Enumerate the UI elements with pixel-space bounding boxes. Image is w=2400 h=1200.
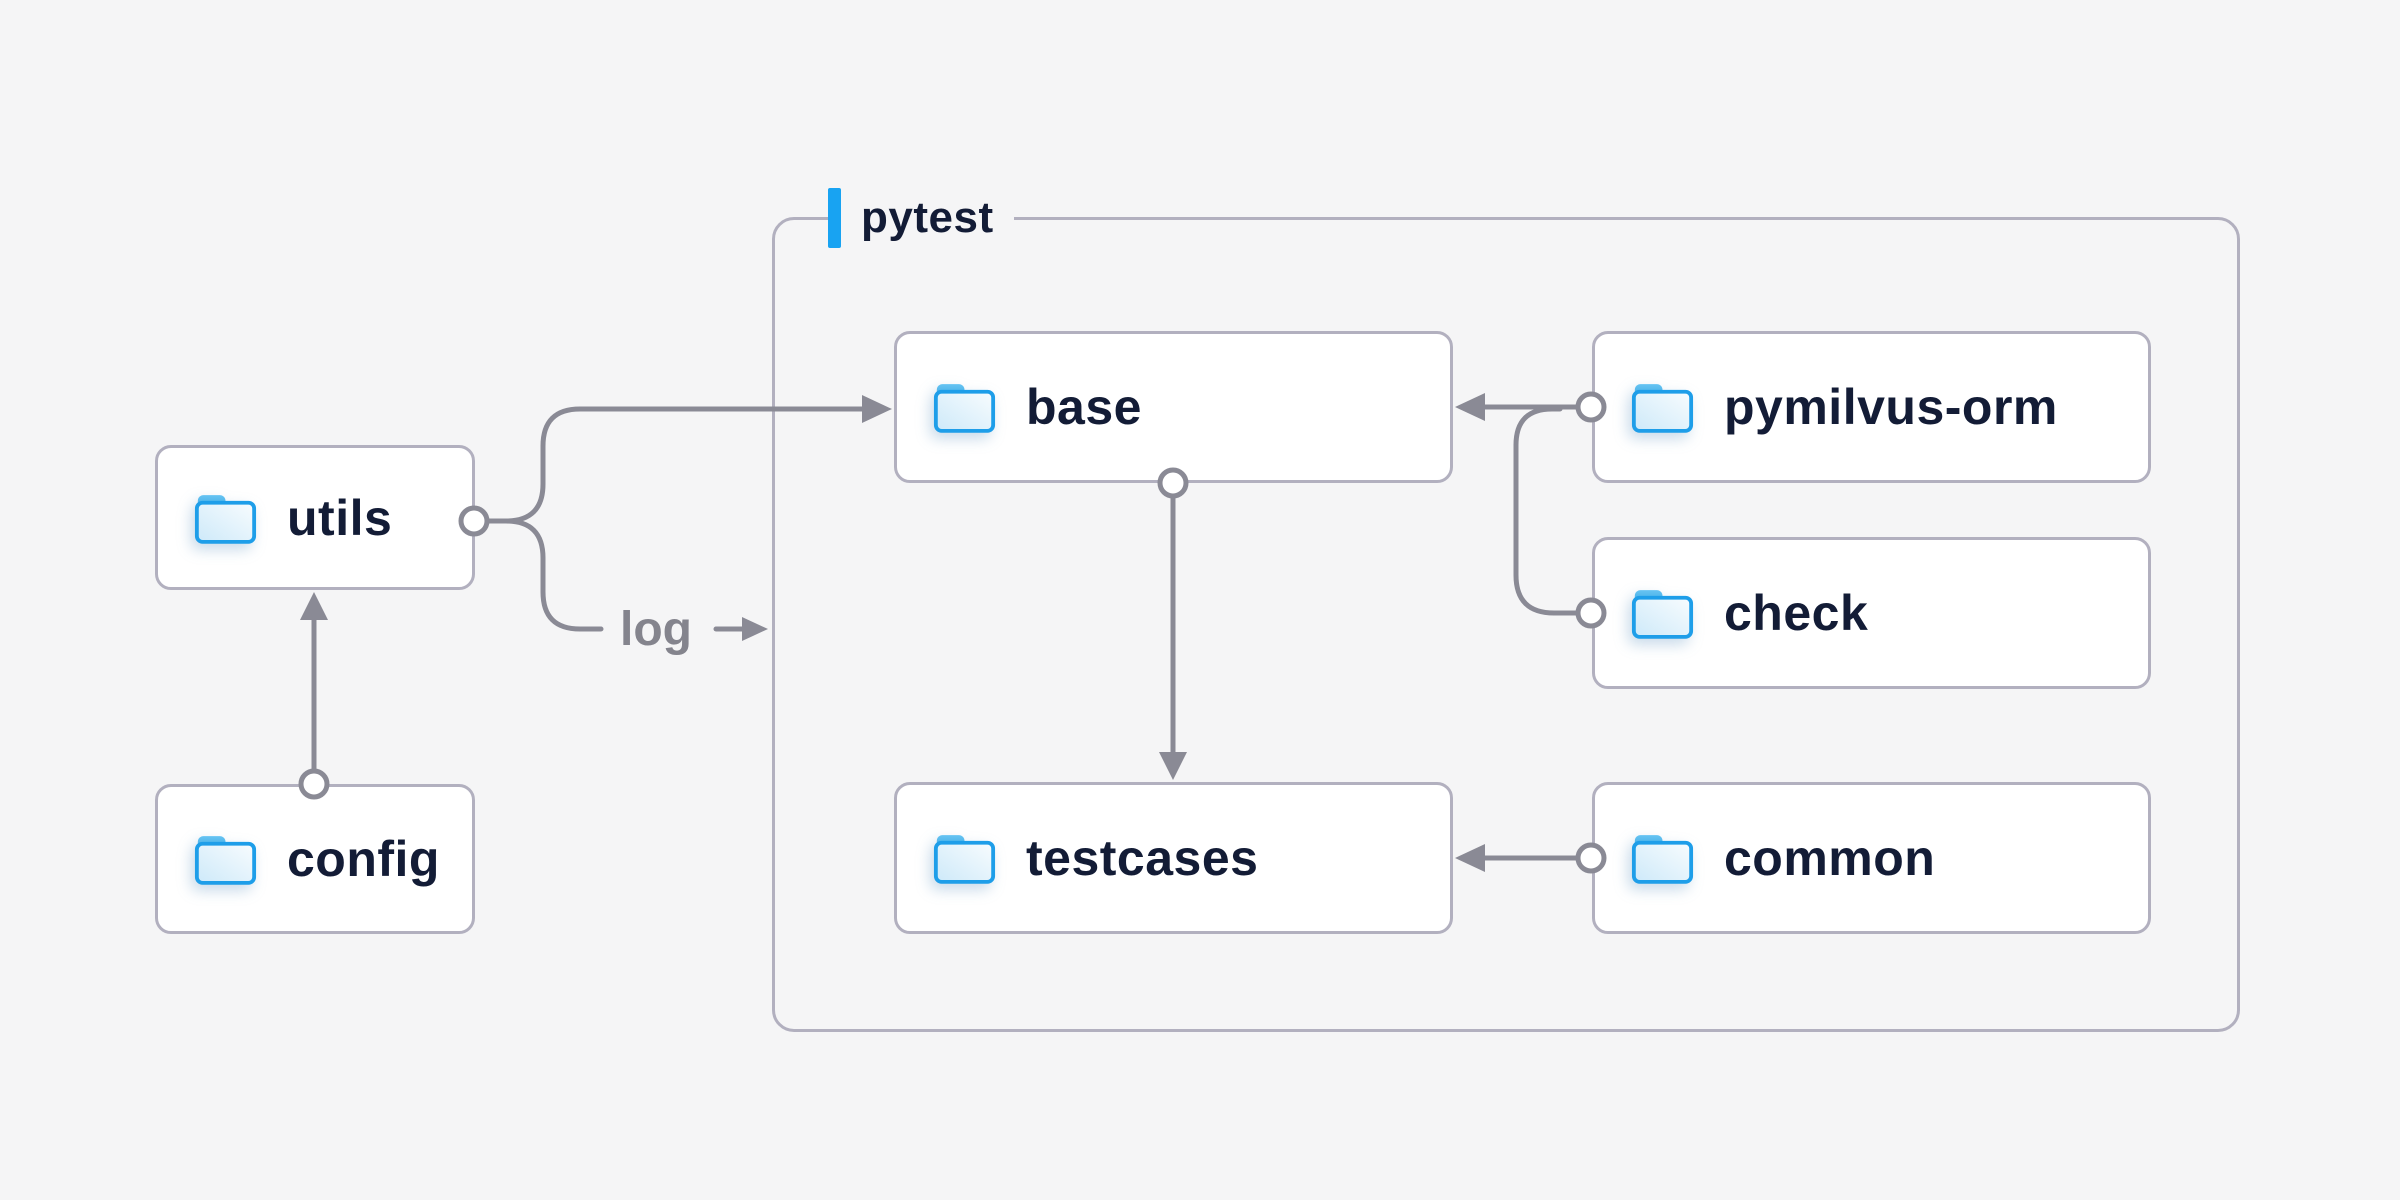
group-title: pytest [861,193,994,242]
folder-icon [1631,380,1694,434]
node-pymilvus-orm: pymilvus-orm [1592,331,2151,483]
accent-bar-icon [828,188,841,248]
pytest-group-label: pytest [828,188,1014,248]
arrowhead-log [742,617,768,641]
folder-icon [933,380,996,434]
node-label: testcases [1026,830,1259,886]
node-utils: utils [155,445,475,590]
node-testcases: testcases [894,782,1453,934]
edge-utils-log [485,518,604,632]
arrowhead-config-utils [300,592,328,620]
node-config: config [155,784,475,934]
node-label: check [1724,585,1869,641]
folder-icon [1631,831,1694,885]
folder-icon [933,831,996,885]
node-label: base [1026,379,1142,435]
node-label: common [1724,830,1936,886]
node-label: config [287,831,440,887]
node-check: check [1592,537,2151,689]
folder-icon [194,491,257,545]
log-edge-label: log [620,603,692,656]
node-common: common [1592,782,2151,934]
folder-icon [1631,586,1694,640]
node-base: base [894,331,1453,483]
node-label: utils [287,489,393,546]
pytest-group-box [772,217,2240,1032]
node-label: pymilvus-orm [1724,379,2058,435]
folder-icon [194,832,257,886]
